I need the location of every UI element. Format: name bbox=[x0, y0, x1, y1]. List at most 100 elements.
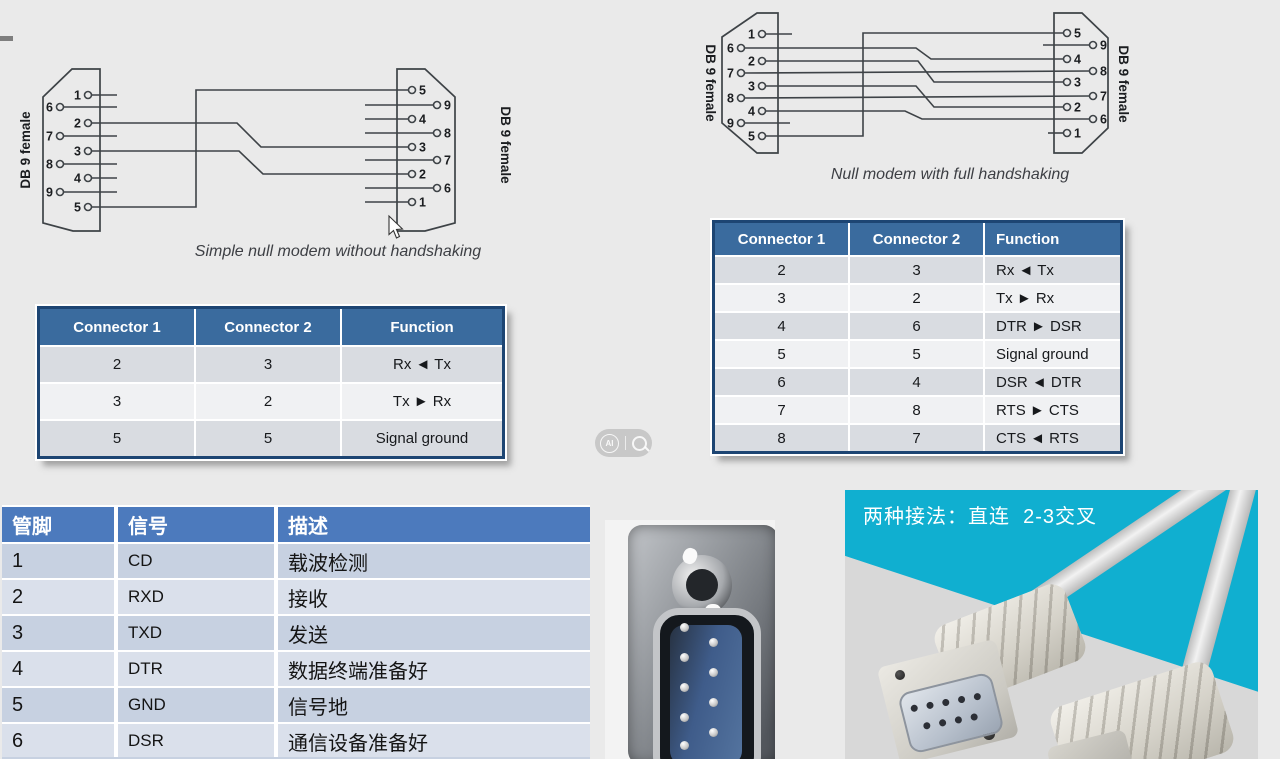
connector-label-left: DB 9 female bbox=[703, 44, 718, 122]
svg-text:9: 9 bbox=[1100, 39, 1107, 53]
table-cell: 载波检测 bbox=[278, 544, 590, 578]
svg-text:1: 1 bbox=[419, 196, 426, 210]
edge-artifact bbox=[0, 36, 13, 41]
table-cell: 2 bbox=[715, 257, 848, 283]
svg-text:1: 1 bbox=[1074, 127, 1081, 141]
svg-text:2: 2 bbox=[419, 168, 426, 182]
pin-stubs bbox=[744, 33, 1090, 134]
pin-hole bbox=[969, 712, 979, 722]
svg-text:2: 2 bbox=[74, 117, 81, 131]
column-header: 信号 bbox=[118, 507, 274, 542]
diagram-full-handshaking: DB 9 female DB 9 female bbox=[703, 12, 1131, 183]
connector-label-left: DB 9 female bbox=[18, 111, 33, 189]
pin bbox=[680, 683, 689, 692]
table-cell: 2 bbox=[40, 347, 194, 382]
column-header: Function bbox=[342, 309, 502, 345]
pin-hole bbox=[938, 718, 947, 728]
table-cell: 5 bbox=[715, 341, 848, 367]
pin-stubs-left bbox=[63, 94, 117, 193]
table-cell: 信号地 bbox=[278, 688, 590, 722]
magnifier-icon bbox=[632, 435, 650, 452]
pin bbox=[709, 668, 718, 677]
table-cell: 3 bbox=[715, 285, 848, 311]
photo-caption: 两种接法：直连 2-3交叉 bbox=[863, 506, 1098, 528]
svg-text:6: 6 bbox=[46, 101, 53, 115]
table-cell: 3 bbox=[850, 257, 983, 283]
svg-text:8: 8 bbox=[444, 127, 451, 141]
pin-hole bbox=[973, 692, 982, 701]
table-cell: DTR bbox=[118, 652, 274, 686]
svg-text:2: 2 bbox=[1074, 101, 1081, 115]
svg-text:6: 6 bbox=[1100, 113, 1107, 127]
pin-numbers-right: 5 9 4 8 3 7 2 6 1 bbox=[419, 84, 451, 210]
svg-text:4: 4 bbox=[748, 105, 755, 119]
pin-hole bbox=[922, 721, 932, 730]
photo-serial-cables: 两种接法：直连 2-3交叉 bbox=[845, 490, 1258, 759]
column-header: 描述 bbox=[278, 507, 590, 542]
screw-hole bbox=[686, 569, 718, 601]
pin-hole bbox=[941, 698, 951, 707]
table-cell: 4 bbox=[850, 369, 983, 395]
magnifier-handle bbox=[644, 445, 650, 452]
connector-label-right: DB 9 female bbox=[498, 106, 513, 184]
table-cell: RXD bbox=[118, 580, 274, 614]
table-cell: 数据终端准备好 bbox=[278, 652, 590, 686]
svg-text:1: 1 bbox=[74, 89, 81, 103]
column-header: Connector 2 bbox=[196, 309, 340, 345]
pin bbox=[709, 638, 718, 647]
svg-text:8: 8 bbox=[46, 158, 53, 172]
svg-text:3: 3 bbox=[748, 80, 755, 94]
svg-text:8: 8 bbox=[727, 92, 734, 106]
table-cell: CD bbox=[118, 544, 274, 578]
table-cell: 3 bbox=[40, 384, 194, 419]
table-cell: 8 bbox=[715, 425, 848, 451]
svg-text:6: 6 bbox=[727, 42, 734, 56]
table-cell: 2 bbox=[850, 285, 983, 311]
table-cell: 3 bbox=[2, 616, 114, 650]
table-cell: 5 bbox=[40, 421, 194, 456]
svg-text:4: 4 bbox=[1074, 53, 1081, 67]
table-cell: Signal ground bbox=[342, 421, 502, 456]
svg-text:4: 4 bbox=[419, 113, 426, 127]
pin-holes-right bbox=[1062, 28, 1098, 138]
signal-wires bbox=[91, 89, 409, 208]
pin-numbers-left: 1 6 2 7 3 8 4 9 5 bbox=[727, 28, 755, 144]
column-header: Connector 1 bbox=[40, 309, 194, 345]
table-cell: 通信设备准备好 bbox=[278, 724, 590, 758]
table-cell: 8 bbox=[850, 397, 983, 423]
pin bbox=[680, 623, 689, 632]
svg-text:7: 7 bbox=[444, 154, 451, 168]
dsub-rim bbox=[653, 608, 761, 759]
db9-connector-outline-right bbox=[396, 68, 456, 232]
svg-text:7: 7 bbox=[1100, 90, 1107, 104]
table-cell: Signal ground bbox=[985, 341, 1120, 367]
pin-hole bbox=[925, 701, 935, 710]
diagram-caption: Null modem with full handshaking bbox=[831, 166, 1069, 183]
column-header: 管脚 bbox=[2, 507, 114, 542]
diagram-simple-null-modem: DB 9 female DB 9 female bbox=[18, 68, 513, 260]
table-cell: 1 bbox=[2, 544, 114, 578]
table-cell: 6 bbox=[715, 369, 848, 395]
table-cell: Tx ► Rx bbox=[342, 384, 502, 419]
photo-db9-male-connector bbox=[605, 520, 775, 759]
table-cell: 5 bbox=[850, 341, 983, 367]
svg-text:8: 8 bbox=[1100, 65, 1107, 79]
table-cell: 2 bbox=[196, 384, 340, 419]
pin bbox=[680, 653, 689, 662]
table-cell: Rx ◄ Tx bbox=[985, 257, 1120, 283]
svg-text:9: 9 bbox=[727, 117, 734, 131]
pin-numbers-right: 5 9 4 8 3 7 2 6 1 bbox=[1074, 27, 1107, 141]
pin-hole bbox=[954, 715, 963, 725]
table-cell: GND bbox=[118, 688, 274, 722]
ai-search-watermark[interactable]: AI bbox=[595, 429, 652, 457]
mouse-cursor-icon bbox=[388, 214, 404, 239]
column-header: Connector 2 bbox=[850, 223, 983, 255]
db9-connector-outline-left bbox=[721, 12, 779, 154]
divider bbox=[625, 436, 626, 450]
pin-holes-left bbox=[736, 29, 767, 141]
table-row-clipped bbox=[2, 757, 590, 759]
table-cell: 3 bbox=[196, 347, 340, 382]
pin-numbers-left: 1 6 2 7 3 8 4 9 5 bbox=[46, 89, 81, 215]
table-cell: 5 bbox=[2, 688, 114, 722]
